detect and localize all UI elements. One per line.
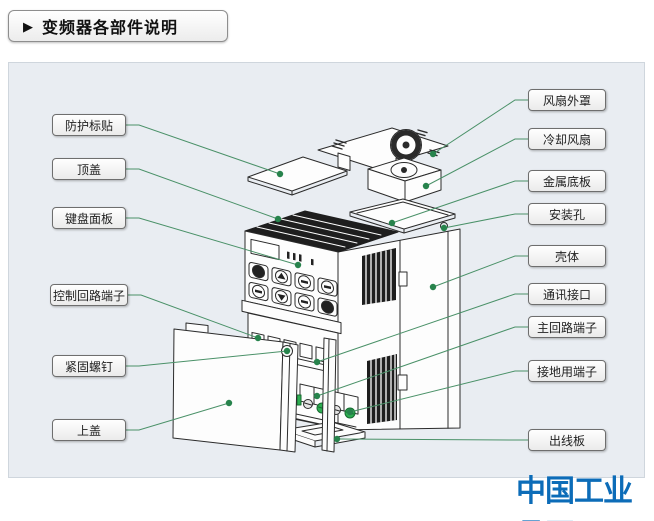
label-fastening-screw: 紧固螺钉 (52, 355, 126, 377)
section-title-button[interactable]: ▶ 变频器各部件说明 (8, 10, 228, 42)
label-communication-port: 通讯接口 (528, 283, 606, 305)
label-grounding-terminal: 接地用端子 (528, 360, 606, 382)
label-top-cover: 顶盖 (52, 158, 126, 180)
label-metal-base-plate: 金属底板 (528, 170, 606, 192)
label-upper-cover: 上盖 (52, 419, 126, 441)
label-keypad-panel: 键盘面板 (52, 207, 126, 229)
label-main-circuit-terminals: 主回路端子 (528, 316, 606, 338)
label-control-circuit-terminals: 控制回路端子 (50, 284, 128, 306)
page-title: 变频器各部件说明 (42, 20, 179, 37)
label-outlet-plate: 出线板 (528, 429, 606, 451)
label-housing: 壳体 (528, 245, 606, 267)
label-mounting-hole: 安装孔 (528, 203, 606, 225)
play-icon: ▶ (23, 18, 33, 34)
label-cooling-fan: 冷却风扇 (528, 128, 606, 150)
label-protective-sticker: 防护标贴 (52, 114, 126, 136)
label-fan-cover: 风扇外罩 (528, 89, 606, 111)
watermark-logo: 中国工业品网 (516, 475, 633, 521)
